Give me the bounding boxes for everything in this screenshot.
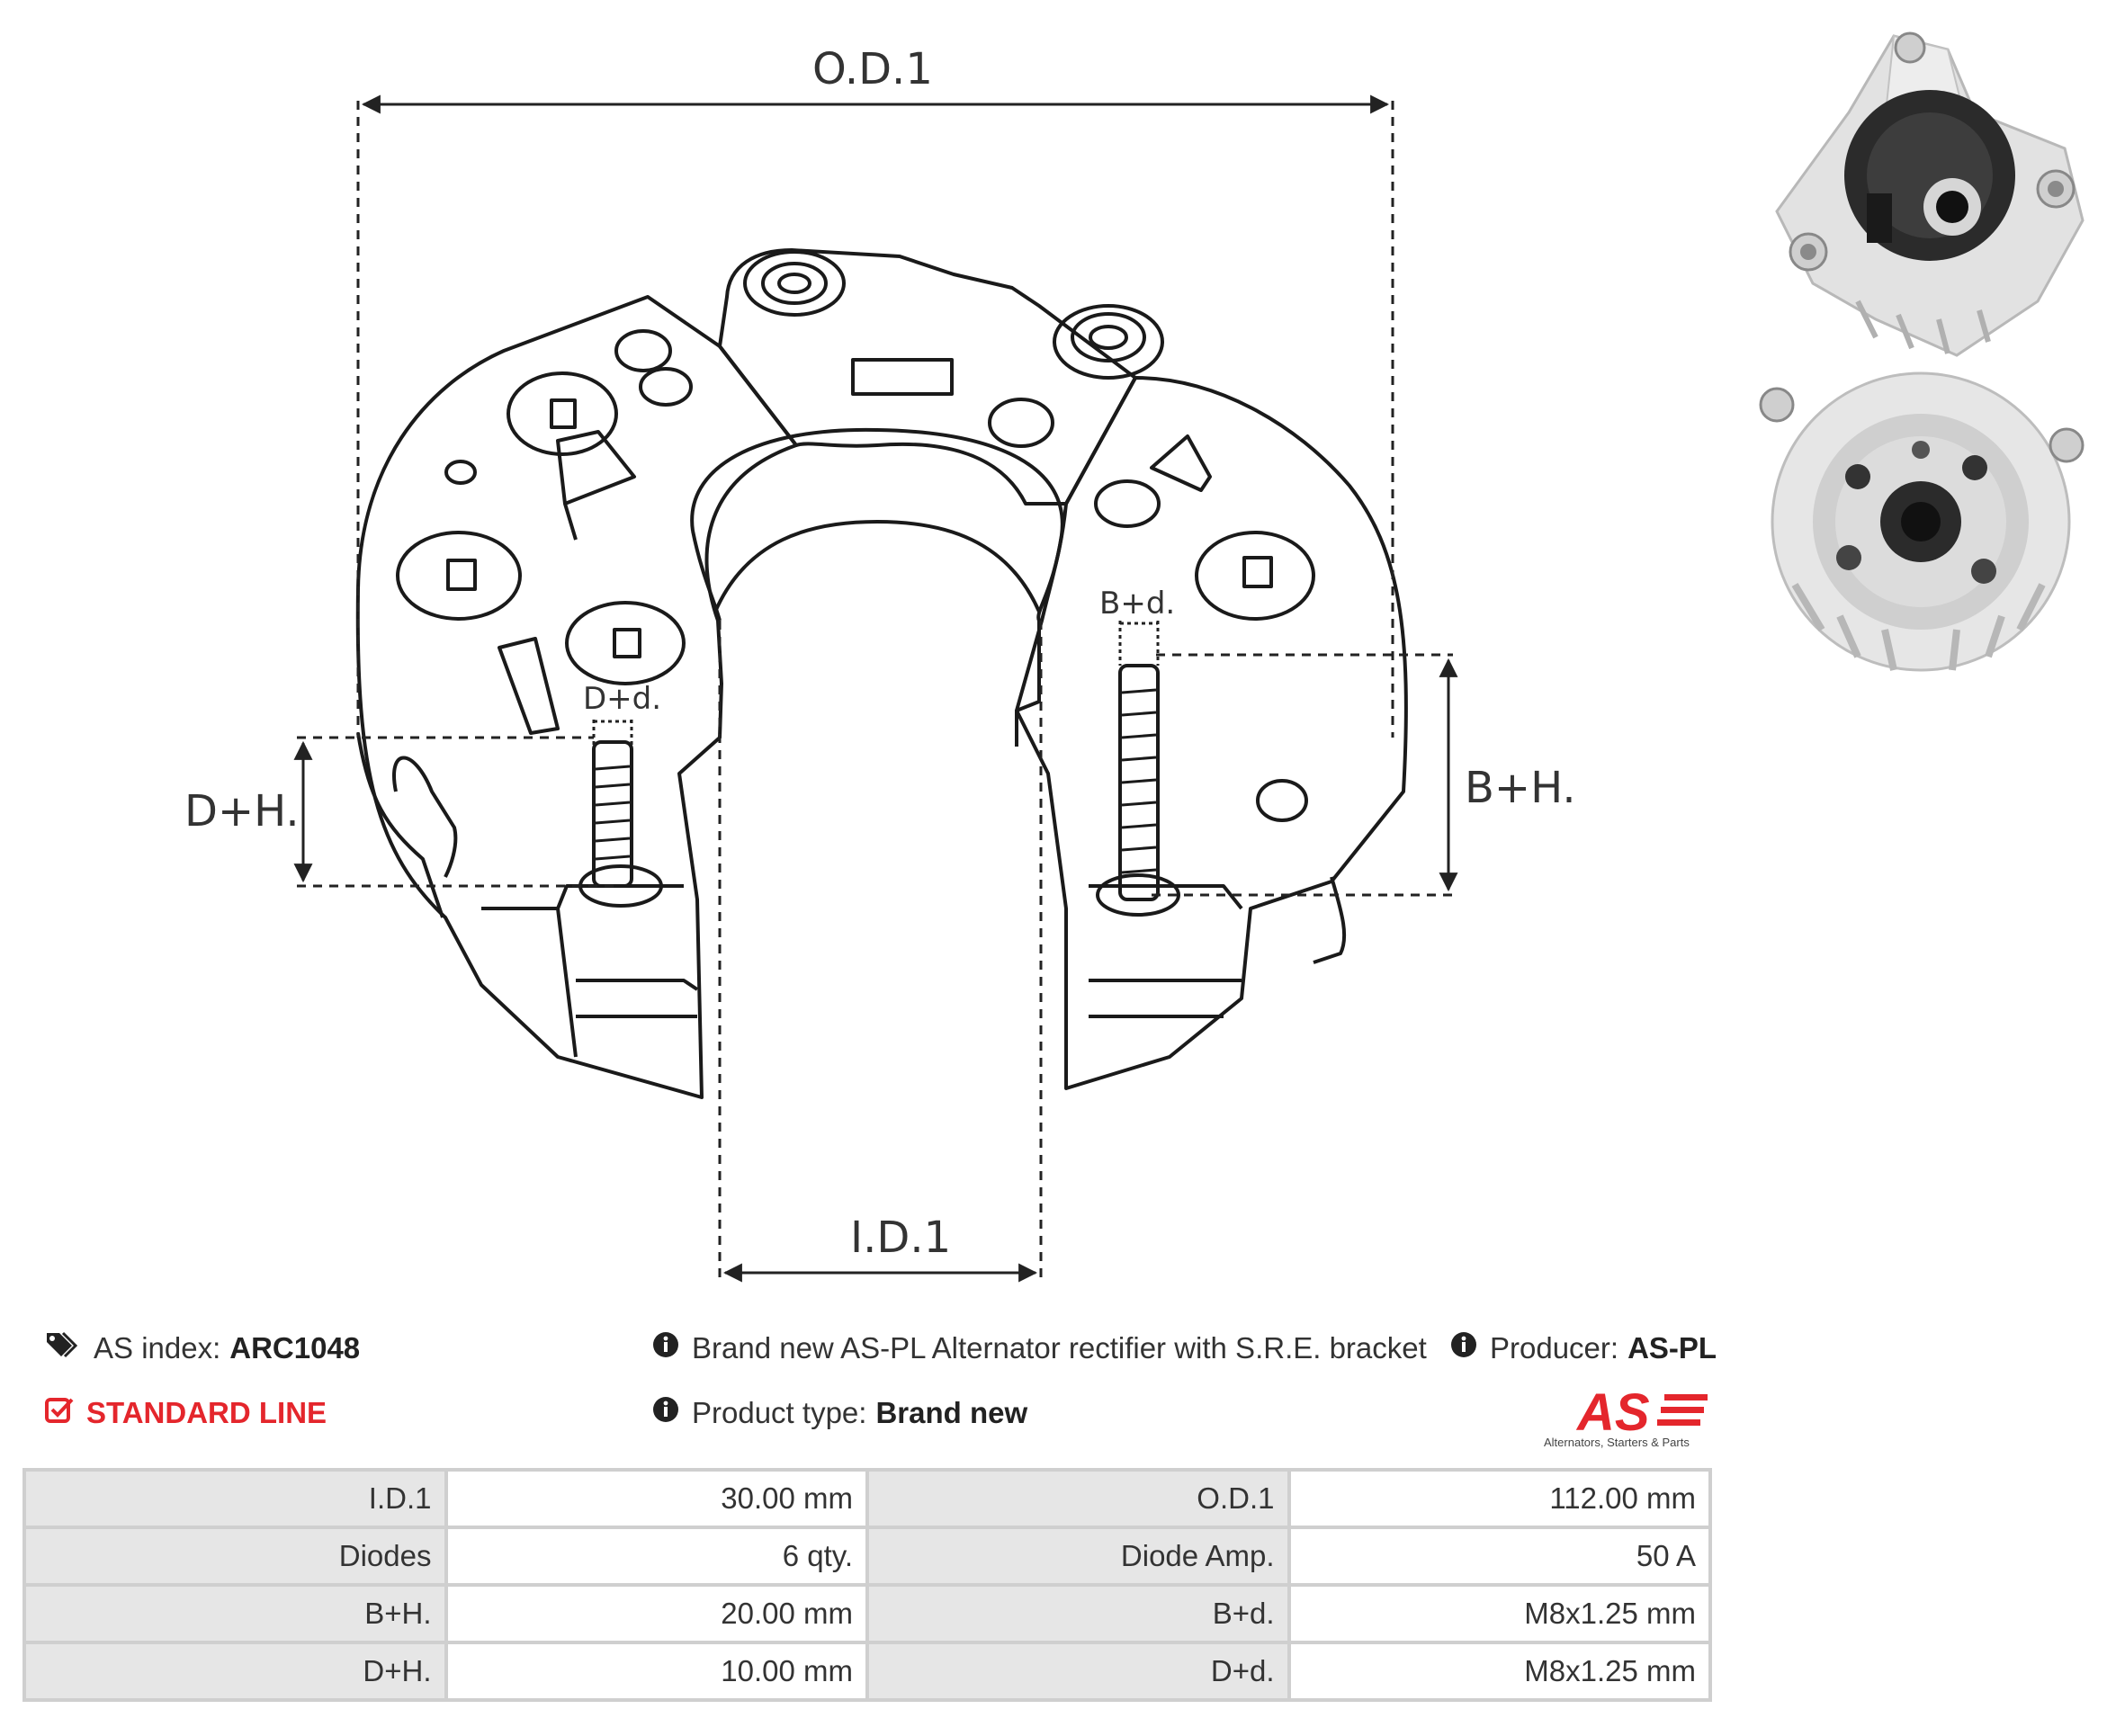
spec-value: 50 A xyxy=(1290,1529,1708,1583)
product-photo-bottom xyxy=(1759,371,2085,672)
as-index-value: ARC1048 xyxy=(229,1331,361,1365)
spec-value: M8x1.25 mm xyxy=(1290,1587,1708,1641)
id-label: I.D.1 xyxy=(850,1213,951,1263)
producer-label: Producer: xyxy=(1490,1331,1619,1365)
standard-line-label: STANDARD LINE xyxy=(86,1396,327,1429)
product-photo-top xyxy=(1775,31,2085,357)
bh-label: B+H. xyxy=(1465,763,1576,813)
inner-bore xyxy=(690,427,1064,747)
rectifier-top-block xyxy=(718,248,1137,506)
logo-tagline: Alternators, Starters & Parts xyxy=(1544,1436,1690,1449)
as-pl-logo: AS xyxy=(1575,1385,1708,1439)
spec-key: B+d. xyxy=(869,1587,1287,1641)
dd-label: D+d. xyxy=(583,681,661,717)
spec-key: D+d. xyxy=(869,1644,1287,1698)
as-index-row: AS index: ARC1048 xyxy=(45,1331,360,1365)
product-type-label: Product type: xyxy=(692,1396,867,1429)
rectifier-left-edge xyxy=(356,732,444,918)
spec-key: B+H. xyxy=(26,1587,444,1641)
spec-value: 20.00 mm xyxy=(447,1587,865,1641)
as-index-label: AS index: xyxy=(94,1331,221,1365)
spec-key: D+H. xyxy=(26,1644,444,1698)
rectifier-right-body xyxy=(1015,376,1408,1090)
check-square-icon xyxy=(45,1396,74,1430)
standard-line-row: STANDARD LINE xyxy=(45,1396,327,1430)
product-type-value: Brand new xyxy=(875,1396,1028,1429)
rectifier-technical-drawing: O.D.1 I.D.1 D+H. B+H. D+d. B+d. xyxy=(184,44,1576,1283)
spec-key: Diodes xyxy=(26,1529,444,1583)
spec-key: I.D.1 xyxy=(26,1472,444,1526)
spec-key: O.D.1 xyxy=(869,1472,1287,1526)
description-row: Brand new AS-PL Alternator rectifier wit… xyxy=(652,1331,1427,1365)
producer-value: AS-PL xyxy=(1627,1331,1717,1365)
dh-label: D+H. xyxy=(184,786,300,837)
spec-value: 6 qty. xyxy=(447,1529,865,1583)
info-circle-icon xyxy=(652,1396,679,1430)
spec-value: 30.00 mm xyxy=(447,1472,865,1526)
spec-key: Diode Amp. xyxy=(869,1529,1287,1583)
bd-label: B+d. xyxy=(1099,586,1175,622)
spec-value: 10.00 mm xyxy=(447,1644,865,1698)
info-circle-icon xyxy=(652,1331,679,1365)
tags-icon xyxy=(45,1331,81,1365)
producer-row: Producer: AS-PL xyxy=(1450,1331,1717,1365)
info-circle-icon xyxy=(1450,1331,1477,1365)
svg-text:AS: AS xyxy=(1575,1385,1650,1439)
rectifier-left-body xyxy=(355,295,798,1099)
product-type-row: Product type: Brand new xyxy=(652,1396,1027,1430)
spec-value: M8x1.25 mm xyxy=(1290,1644,1708,1698)
product-description: Brand new AS-PL Alternator rectifier wit… xyxy=(692,1331,1427,1365)
spec-value: 112.00 mm xyxy=(1290,1472,1708,1526)
od-label: O.D.1 xyxy=(812,44,933,94)
